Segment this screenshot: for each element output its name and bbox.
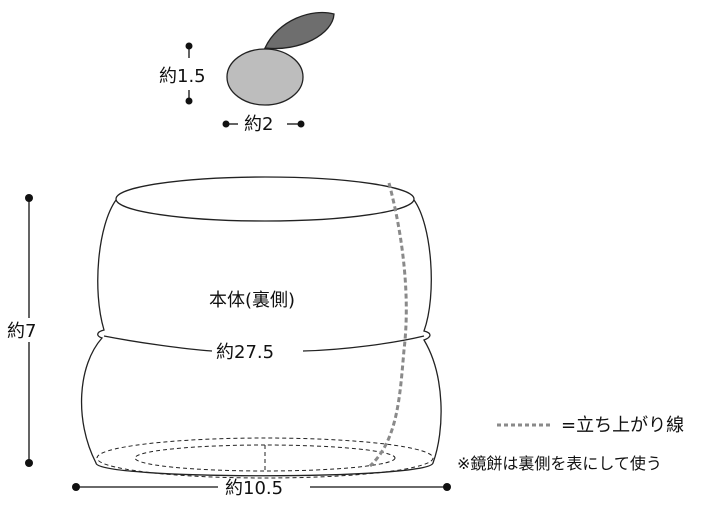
dimension-dot <box>185 42 193 50</box>
bottom-outer-ellipse <box>96 437 434 479</box>
mochi-width-label: 約2 <box>244 114 273 135</box>
dimension-dot <box>222 120 230 128</box>
body-outline <box>80 199 442 477</box>
mochi-width-dimension <box>222 120 305 128</box>
dimension-dot <box>185 97 193 105</box>
leaf-shape <box>264 11 335 50</box>
bottom-width-dimension <box>72 483 451 491</box>
waist-line-left <box>103 335 213 352</box>
bottom-guides <box>96 437 434 479</box>
fold-line <box>368 182 408 468</box>
mochi-height-dimension <box>185 42 193 105</box>
body-title: 本体(裏側) <box>209 290 295 311</box>
dimension-dot <box>25 194 33 202</box>
dimension-dot <box>297 120 305 128</box>
mochi-illustration <box>226 11 335 106</box>
dimension-dot <box>72 483 80 491</box>
mochi-height-label: 約1.5 <box>159 66 206 87</box>
circumference-label: 約27.5 <box>216 342 274 363</box>
waist-line-right <box>302 335 425 352</box>
top-opening <box>115 176 415 222</box>
mochi-ellipse <box>226 48 304 106</box>
legend-note: ※鏡餅は裏側を表にして使う <box>457 454 662 473</box>
bottom-width-label: 約10.5 <box>225 478 283 499</box>
dimension-dot <box>443 483 451 491</box>
dimension-dot <box>25 459 33 467</box>
body-height-label: 約7 <box>7 321 36 342</box>
legend-fold-line-label: =立ち上がり線 <box>561 415 684 436</box>
body-pattern <box>80 176 442 477</box>
bottom-inner-ellipse <box>134 444 396 472</box>
